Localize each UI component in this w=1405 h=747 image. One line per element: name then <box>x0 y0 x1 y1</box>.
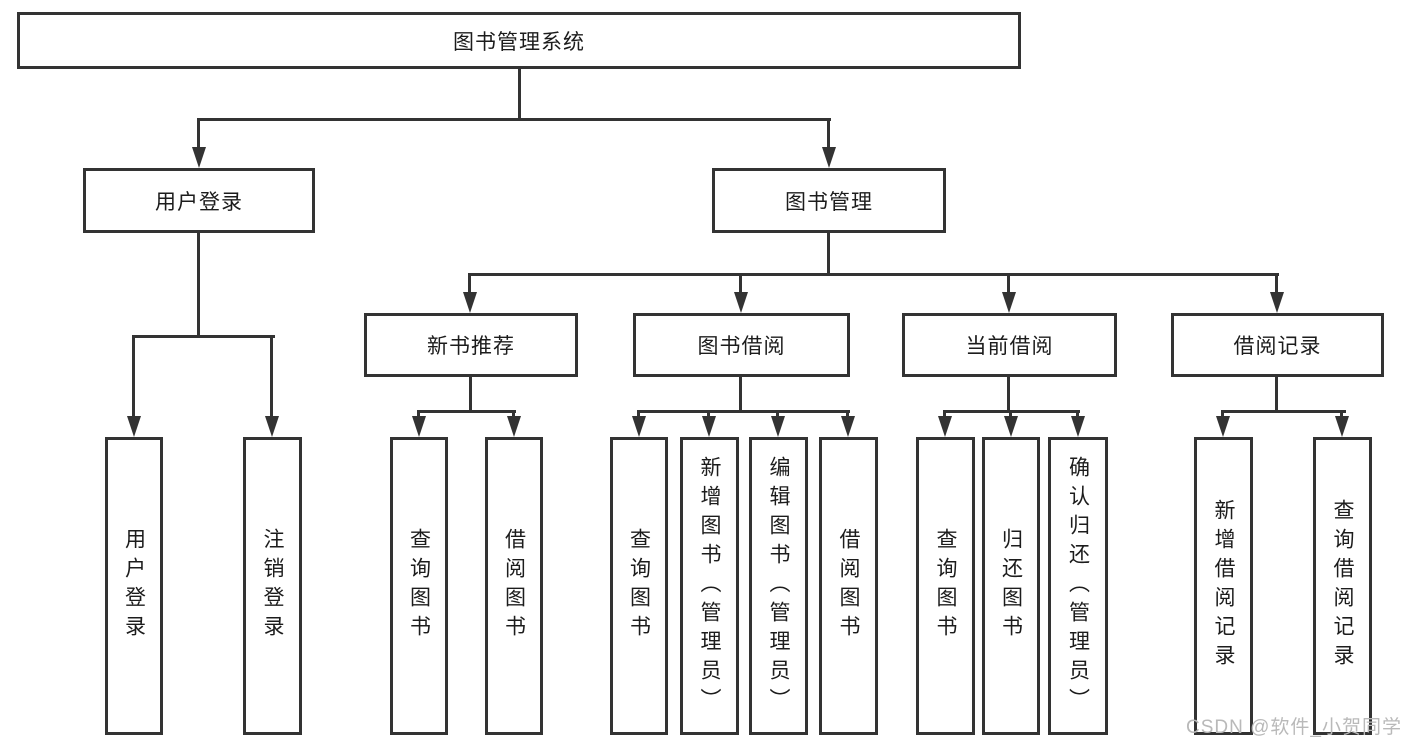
vline <box>270 335 273 416</box>
watermark-text: CSDN @软件_小贺同学 <box>1186 717 1402 738</box>
vline <box>1007 377 1010 410</box>
leaf-borrow-book-recommend-label: 借阅图书 <box>502 528 526 644</box>
hline <box>197 118 831 121</box>
arrowhead-icon <box>192 147 206 168</box>
node-borrow-record-label: 借阅记录 <box>1233 335 1322 358</box>
vline <box>132 335 135 416</box>
leaf-query-book-current-label: 查询图书 <box>934 528 957 644</box>
vline <box>846 410 849 416</box>
arrowhead-icon <box>412 416 426 437</box>
arrowhead-icon <box>1071 416 1085 437</box>
leaf-query-book-recommend: 查询图书 <box>390 437 448 735</box>
leaf-query-borrow-record: 查询借阅记录 <box>1313 437 1372 735</box>
leaf-add-book-admin: 新增图书（管理员） <box>680 437 739 735</box>
vline <box>943 410 946 416</box>
vline <box>1007 273 1010 292</box>
hline <box>637 410 850 413</box>
arrowhead-icon <box>1270 292 1284 313</box>
vline <box>1275 377 1278 410</box>
arrowhead-icon <box>265 416 279 437</box>
vline <box>468 273 471 292</box>
leaf-user-login: 用户登录 <box>105 437 163 735</box>
arrowhead-icon <box>463 292 477 313</box>
hline <box>417 410 516 413</box>
arrowhead-icon <box>1335 416 1349 437</box>
leaf-query-book-recommend-label: 查询图书 <box>407 528 431 644</box>
leaf-add-borrow-record-label: 新增借阅记录 <box>1212 499 1235 673</box>
node-book-borrow-label: 图书借阅 <box>697 335 786 358</box>
vline <box>1275 273 1278 292</box>
arrowhead-icon <box>1004 416 1018 437</box>
leaf-add-book-admin-label: 新增图书（管理员） <box>698 455 721 717</box>
arrowhead-icon <box>938 416 952 437</box>
node-new-book-recommend-label: 新书推荐 <box>427 335 515 358</box>
leaf-add-borrow-record: 新增借阅记录 <box>1194 437 1253 735</box>
vline <box>1340 410 1343 416</box>
leaf-borrow-book-label: 借阅图书 <box>837 528 860 644</box>
leaf-logout: 注销登录 <box>243 437 302 735</box>
leaf-confirm-return-admin: 确认归还（管理员） <box>1048 437 1108 735</box>
leaf-query-borrow-record-label: 查询借阅记录 <box>1331 499 1354 673</box>
vline <box>827 118 830 147</box>
hline <box>1221 410 1346 413</box>
leaf-logout-label: 注销登录 <box>261 528 284 644</box>
leaf-return-book-label: 归还图书 <box>999 528 1023 644</box>
leaf-edit-book-admin: 编辑图书（管理员） <box>749 437 808 735</box>
vline <box>197 118 200 147</box>
hline <box>132 335 275 338</box>
leaf-edit-book-admin-label: 编辑图书（管理员） <box>767 455 790 717</box>
leaf-borrow-book: 借阅图书 <box>819 437 878 735</box>
arrowhead-icon <box>1002 292 1016 313</box>
hline <box>468 273 1279 276</box>
arrowhead-icon <box>632 416 646 437</box>
vline <box>518 69 521 118</box>
leaf-query-book-current: 查询图书 <box>916 437 975 735</box>
vline <box>707 410 710 416</box>
node-book-borrow: 图书借阅 <box>633 313 850 377</box>
vline <box>1076 410 1079 416</box>
arrowhead-icon <box>841 416 855 437</box>
vline <box>827 233 830 273</box>
node-user-login: 用户登录 <box>83 168 315 233</box>
node-root: 图书管理系统 <box>17 12 1021 69</box>
arrowhead-icon <box>702 416 716 437</box>
arrowhead-icon <box>1216 416 1230 437</box>
arrowhead-icon <box>507 416 521 437</box>
vline <box>637 410 640 416</box>
node-new-book-recommend: 新书推荐 <box>364 313 578 377</box>
vline <box>739 273 742 292</box>
vline <box>739 377 742 410</box>
arrowhead-icon <box>822 147 836 168</box>
node-borrow-record: 借阅记录 <box>1171 313 1384 377</box>
node-current-borrow-label: 当前借阅 <box>965 335 1054 358</box>
vline <box>1009 410 1012 416</box>
vline <box>776 410 779 416</box>
node-book-management: 图书管理 <box>712 168 946 233</box>
vline <box>417 410 420 416</box>
vline <box>512 410 515 416</box>
leaf-query-book-borrow-label: 查询图书 <box>627 528 651 644</box>
arrowhead-icon <box>127 416 141 437</box>
leaf-borrow-book-recommend: 借阅图书 <box>485 437 543 735</box>
arrowhead-icon <box>734 292 748 313</box>
arrowhead-icon <box>771 416 785 437</box>
leaf-return-book: 归还图书 <box>982 437 1040 735</box>
leaf-query-book-borrow: 查询图书 <box>610 437 668 735</box>
leaf-user-login-label: 用户登录 <box>122 528 146 644</box>
vline <box>469 377 472 410</box>
node-root-label: 图书管理系统 <box>453 30 585 54</box>
node-current-borrow: 当前借阅 <box>902 313 1117 377</box>
vline <box>1221 410 1224 416</box>
node-user-login-label: 用户登录 <box>155 190 243 214</box>
leaf-confirm-return-admin-label: 确认归还（管理员） <box>1066 455 1090 717</box>
vline <box>197 233 200 335</box>
node-book-management-label: 图书管理 <box>785 190 873 214</box>
